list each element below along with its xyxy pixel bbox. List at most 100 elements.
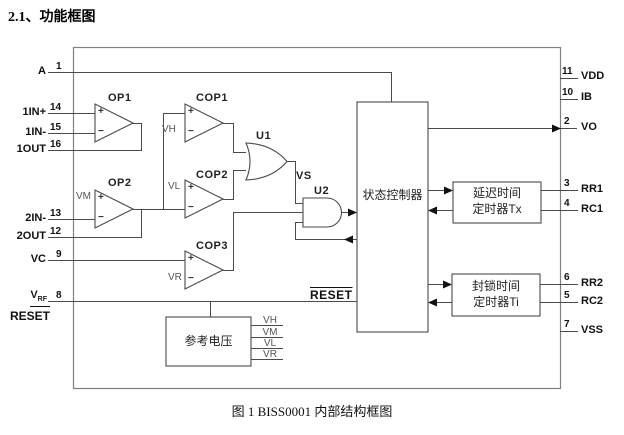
block-timer-box [451,273,541,317]
wire-u1-to-u2 [287,161,303,204]
pin-vo-label: VO [581,121,597,133]
cop1-plus-sign: + [188,106,194,117]
pin-vrf-reset-label: VRF RESET [2,285,50,325]
wires [48,72,578,360]
delay-timer-box [452,181,542,224]
ref-out-vl-label: VL [263,338,277,349]
arrow-vo [552,124,561,133]
op2-plus-sign: + [98,192,104,203]
pin-a-label: A [38,65,46,77]
pin-rc2-label: RC2 [581,295,604,307]
pin-8-number: 8 [56,290,62,301]
chip-boundary-box [72,46,562,390]
pin-4-number: 4 [564,198,570,209]
pin-1inn-label: 1IN- [25,126,46,138]
section-title: 2.1、功能框图 [8,10,96,25]
pin-2inn-label: 2IN- [25,212,46,224]
block-timer-label-line1: 封锁时间 [471,279,520,293]
wire-cop1-to-u1 [223,123,246,153]
pin-13-number: 13 [50,208,62,219]
pin-15-number: 15 [50,122,62,133]
pin-16-number: 16 [50,139,62,150]
reset-pin-label: RESET [9,309,50,324]
vrf-label: VRF [30,289,50,308]
arrow-ctrl-to-tx [444,186,453,195]
pin-1-number: 1 [56,61,62,72]
op1-plus-sign: + [98,106,104,117]
ref-voltage-box [165,316,252,367]
cop1-minus-sign: − [188,126,194,137]
op2-vm-label: VM [76,191,91,202]
u2-label: U2 [314,185,330,197]
ref-out-vr-label: VR [263,349,277,360]
state-controller-label: 状态控制器 [362,188,423,202]
op1-triangle [94,103,135,143]
op1-label: OP1 [108,92,132,104]
pin-12-number: 12 [50,226,62,237]
wire-1out [48,123,142,151]
wire-cop2-to-u1 [223,170,246,200]
cop3-triangle [184,250,225,290]
arrow-u2-out [348,208,357,217]
pin-10-number: 10 [562,87,574,98]
cop1-triangle [184,103,225,143]
pin-vc-label: VC [30,253,46,265]
wire-2out [48,209,142,238]
u2-and-gate [302,197,342,228]
component-shapes [94,101,542,367]
delay-timer-label-line2: 定时器Tx [472,202,522,216]
pin-rc1-label: RC1 [581,203,604,215]
u1-label: U1 [256,130,272,142]
cop1-label: COP1 [196,92,228,104]
pin-7-number: 7 [564,319,570,330]
wire-op2-to-cop1 [163,113,185,210]
wire-a [48,72,392,102]
pin-2out-label: 2OUT [16,230,46,242]
wire-feedback-to-u2 [295,222,357,240]
pin-6-number: 6 [564,272,570,283]
vs-signal-label: VS [296,170,312,182]
pin-ib-label: IB [581,91,592,103]
cop2-plus-sign: + [188,182,194,193]
arrow-ctrl-to-ti [443,280,452,289]
cop3-label: COP3 [196,240,228,252]
pin-9-number: 9 [56,249,62,260]
pin-1out-label: 1OUT [16,143,46,155]
pin-rr2-label: RR2 [581,277,604,289]
pin-vdd-label: VDD [581,70,605,82]
pin-3-number: 3 [564,178,570,189]
pin-rr1-label: RR1 [581,183,604,195]
delay-timer-label-line1: 延迟时间 [472,186,521,200]
cop3-plus-sign: + [188,253,194,264]
cop1-vh-label: VH [162,124,176,135]
pin-1inp-label: 1IN+ [22,106,46,118]
pin-11-number: 11 [562,66,573,77]
block-timer-label-line2: 定时器Ti [473,295,519,309]
op2-label: OP2 [108,177,132,189]
cop2-vl-label: VL [168,181,181,192]
op2-triangle [94,189,135,229]
arrowheads [344,124,561,307]
u1-or-gate [245,142,288,181]
op1-minus-sign: − [98,126,104,137]
wire-cop3-to-u2 [223,212,303,271]
reset-signal-label: RESET [310,288,353,302]
pin-5-number: 5 [564,290,570,301]
arrow-ti-to-ctrl [428,298,437,307]
arrow-feedback [344,235,353,244]
cop3-minus-sign: − [188,273,194,284]
cop2-label: COP2 [196,169,228,181]
ref-out-vh-label: VH [263,315,277,326]
arrow-tx-to-ctrl [428,206,437,215]
cop3-vr-label: VR [168,272,182,283]
pin-14-number: 14 [50,102,62,113]
state-controller-box [356,101,429,333]
ref-voltage-label: 参考电压 [184,334,233,348]
op2-minus-sign: − [98,212,104,223]
cop2-triangle [184,179,225,219]
figure-caption: 图 1 BISS0001 内部结构框图 [231,404,393,419]
pin-vss-label: VSS [581,324,604,336]
ref-out-vm-label: VM [262,327,278,338]
